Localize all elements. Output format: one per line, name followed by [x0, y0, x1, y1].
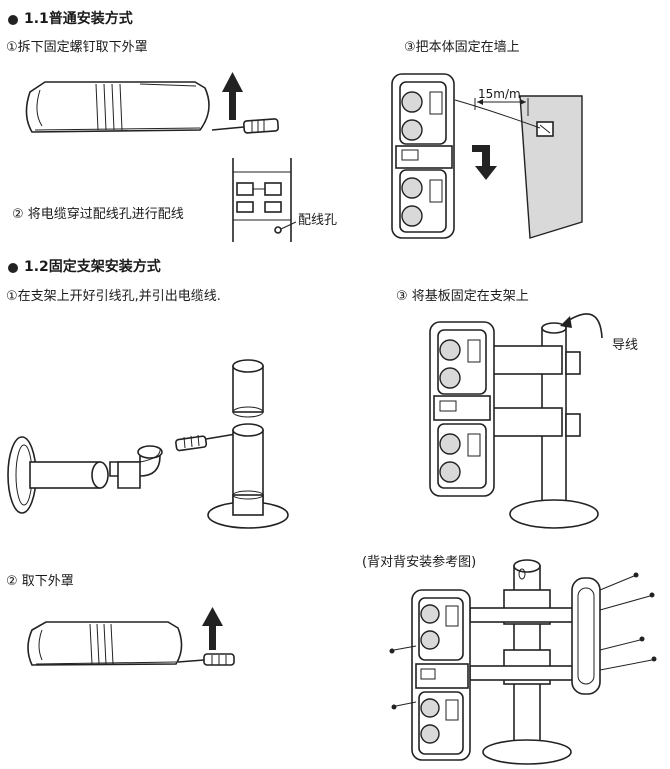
pole-with-base: [207, 423, 289, 529]
section1-heading: 1.1普通安装方式: [24, 11, 133, 27]
back-to-back-base: [482, 739, 572, 765]
section1-bullet: [8, 15, 18, 25]
pole-assembly: [457, 322, 599, 529]
back-plate: [571, 577, 601, 695]
back-to-back-caption: (背对背安装参考图): [362, 555, 477, 570]
back-to-back-pole: [469, 559, 583, 757]
section2-step2-caption: ② 取下外罩: [6, 574, 74, 589]
detector-cover-bottom: [27, 621, 183, 666]
mounting-screws: [389, 572, 657, 710]
up-arrow-1: [222, 72, 243, 120]
section1-step1-caption: ①拆下固定螺钉取下外罩: [6, 40, 148, 55]
wiring-hole-label: 配线孔: [298, 213, 338, 228]
cable-to-wall: [454, 98, 541, 129]
section2-step1-caption: ①在支架上开好引线孔,并引出电缆线.: [6, 289, 221, 304]
detector-back-to-back: [411, 589, 471, 761]
detector-cover-top: [25, 81, 210, 133]
pole-sleeve-top: [232, 359, 264, 418]
wall-flange-bracket: [7, 436, 163, 514]
section2-bullet: [8, 263, 18, 273]
screwdriver-1: [211, 118, 279, 134]
distance-label: 15m/m: [478, 87, 521, 101]
section1-step2-caption: ② 将电缆穿过配线孔进行配线: [12, 207, 184, 222]
section2-heading: 1.2固定支架安装方式: [24, 259, 161, 275]
up-arrow-2: [202, 607, 223, 650]
screwdriver-3: [177, 653, 235, 666]
section1-step3-caption: ③把本体固定在墙上: [404, 40, 520, 55]
wire-label: 导线: [612, 338, 639, 353]
section2-step3-caption: ③ 将基板固定在支架上: [396, 289, 529, 304]
wall-panel: [519, 95, 583, 239]
down-arrow-1: [472, 145, 497, 180]
wiring-hole-panel: [232, 158, 297, 242]
detector-pole-mounted: [429, 321, 495, 497]
detector-wall-mounted: [391, 73, 455, 239]
wire-arrow: [560, 313, 603, 339]
screwdriver-2: [175, 433, 237, 452]
